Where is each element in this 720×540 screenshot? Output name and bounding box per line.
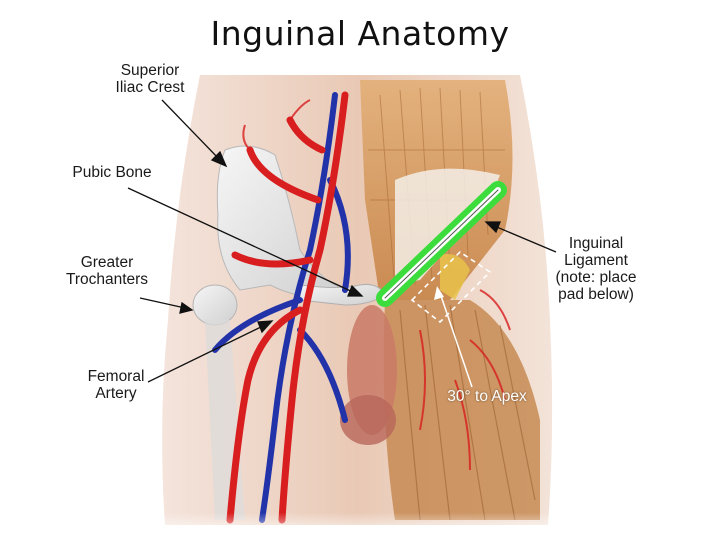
greater-trochanter	[192, 284, 238, 326]
label-greater-trochanters: Greater Trochanters	[65, 254, 149, 288]
pad-placement-outline	[410, 250, 492, 324]
label-superior-iliac-crest: Superior Iliac Crest	[115, 62, 185, 96]
label-pubic-bone: Pubic Bone	[72, 164, 152, 181]
callout-greater-trochanters	[139, 297, 186, 309]
pubic-bone	[299, 284, 386, 306]
diagram-title: Inguinal Anatomy	[210, 14, 510, 53]
callout-pubic-bone	[127, 187, 356, 294]
label-apex-angle: 30° to Apex	[447, 388, 527, 405]
callout-apex-angle	[439, 292, 473, 388]
callout-superior-iliac-crest	[161, 99, 221, 161]
callout-inguinal-ligament	[491, 224, 557, 253]
label-inguinal-ligament: Inguinal Ligament (note: place pad below…	[555, 235, 637, 303]
callout-femoral-artery	[147, 324, 266, 383]
label-femoral-artery: Femoral Artery	[87, 368, 145, 402]
